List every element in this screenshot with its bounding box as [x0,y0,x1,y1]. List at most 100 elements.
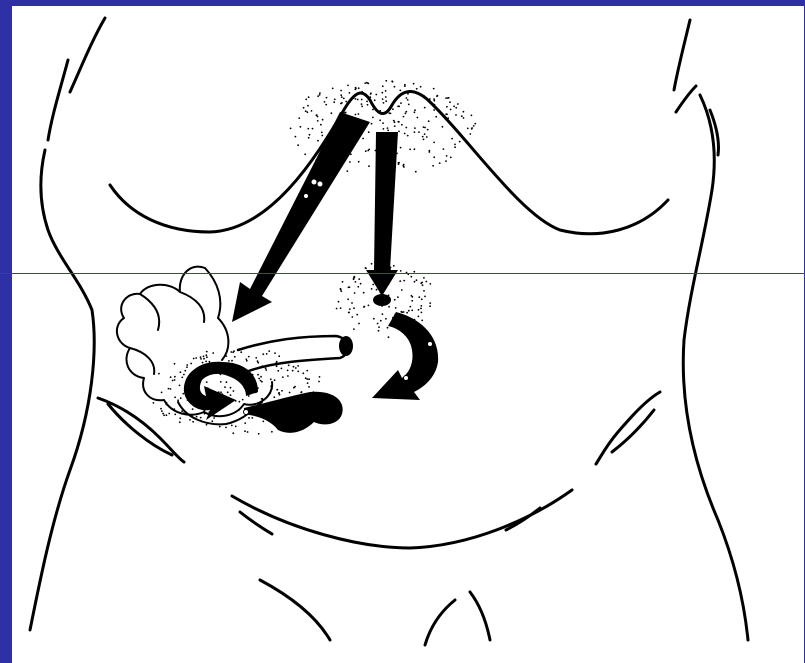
stipple-dot [192,421,194,423]
stipple-dot [410,276,412,278]
stipple-dot [385,100,387,102]
stipple-dot [179,421,181,423]
stipple-dot [423,277,425,279]
stipple-dot [322,119,324,121]
stipple-dot [371,288,373,290]
stipple-dot [200,358,202,360]
stipple-dot [425,281,427,283]
stipple-dot [457,103,459,105]
stipple-dot [394,86,396,88]
stipple-dot [461,115,463,117]
stipple-dot [353,277,355,279]
stipple-dot [351,316,353,318]
stipple-dot [414,127,416,129]
stipple-dot [421,312,423,314]
stipple-dot [347,298,349,300]
stipple-dot [382,98,384,100]
stipple-dot [388,306,390,308]
stipple-dot [287,375,289,377]
stipple-dot [203,358,205,360]
stipple-dot [174,363,176,365]
stipple-dot [348,287,350,289]
stipple-dot [454,144,456,146]
stipple-dot [262,353,264,355]
stipple-dot [170,388,172,390]
stipple-dot [274,352,276,354]
stipple-dot [380,320,382,322]
stipple-dot [413,83,415,85]
stipple-dot [268,350,270,352]
stipple-dot [370,93,372,95]
stipple-dot [450,109,452,111]
stipple-dot [235,426,237,428]
stipple-dot [340,94,342,96]
stipple-dot [361,103,363,105]
stipple-dot [414,109,416,111]
stipple-dot [372,284,374,286]
stipple-dot [307,111,309,113]
stipple-dot [474,123,476,125]
stipple-dot [341,96,343,98]
stipple-dot [345,101,347,103]
stipple-dot [399,90,401,92]
stipple-dot [414,281,416,283]
stipple-dot [423,139,425,141]
stipple-dot [358,161,360,163]
stipple-dot [177,399,179,401]
stipple-dot [358,87,360,89]
stipple-dot [261,381,263,383]
stipple-dot [349,308,351,310]
stipple-dot [308,386,310,388]
stipple-dot [414,148,416,150]
stipple-dot [432,165,434,167]
stipple-dot [189,419,191,421]
stipple-dot [211,420,213,422]
stipple-dot [433,156,435,158]
referred-pain-arrow-vertical [366,132,398,296]
stipple-dot [282,376,284,378]
stipple-dot [424,133,426,135]
stipple-dot [387,327,389,329]
stipple-dot [409,149,411,151]
stipple-dot [398,131,400,133]
stipple-dot [338,301,340,303]
stipple-dot [324,101,326,103]
stipple-dot [260,380,262,382]
stipple-dot [172,380,174,382]
stipple-dot [353,328,355,330]
stipple-dot [277,370,279,372]
stipple-dot [409,306,411,308]
stipple-dot [279,394,281,396]
stipple-dot [429,302,431,304]
stipple-dot [467,127,469,129]
stipple-dot [233,350,235,352]
stipple-dot [394,299,396,301]
stipple-dot [378,326,380,328]
stipple-dot [397,121,399,123]
stipple-dot [423,126,425,128]
stipple-dot [378,330,380,332]
stipple-dot [420,282,422,284]
stipple-dot [366,101,368,103]
stipple-dot [406,312,408,314]
stipple-dot [326,97,328,99]
stipple-dot [363,306,365,308]
stipple-dot [340,307,342,309]
stipple-dot [394,121,396,123]
stipple-dot [433,142,435,144]
stipple-dot [368,165,370,167]
stipple-dot [186,366,188,368]
stipple-dot [163,414,165,416]
stipple-dot [387,130,389,132]
stipple-dot [319,376,321,378]
stipple-dot [244,430,246,432]
stipple-dot [429,305,431,307]
stipple-dot [200,417,202,419]
stipple-dot [391,80,393,82]
stipple-dot [265,368,267,370]
stipple-dot [180,397,182,399]
stipple-dot [320,124,322,126]
stipple-dot [295,367,297,369]
stipple-dot [349,161,351,163]
stipple-dot [374,99,376,101]
